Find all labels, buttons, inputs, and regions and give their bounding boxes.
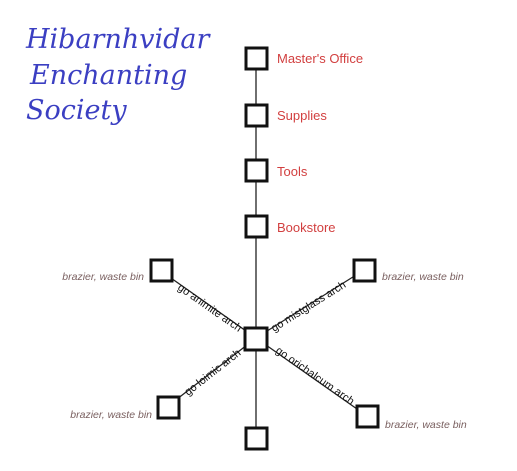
room-box[interactable]	[244, 426, 269, 451]
room-box[interactable]	[244, 158, 269, 183]
room-label: Supplies	[277, 108, 327, 123]
room-label: Master's Office	[277, 51, 363, 66]
exit-animite-arch: go animite arch	[175, 282, 243, 335]
path-orichalcum-arch	[255, 337, 368, 417]
title-line-3: Society	[26, 95, 127, 126]
room-bookstore[interactable]: Bookstore	[244, 214, 336, 239]
exit-loimic-arch: go loimic arch	[182, 347, 243, 398]
room-tools[interactable]: Tools	[244, 158, 308, 183]
room-label: Tools	[277, 164, 308, 179]
room-box[interactable]	[355, 404, 380, 429]
room-supplies[interactable]: Supplies	[244, 103, 327, 128]
room-masters-office[interactable]: Master's Office	[244, 46, 363, 71]
room-box[interactable]	[156, 395, 181, 420]
path-loimic-arch	[167, 337, 257, 407]
path-animite-arch	[160, 270, 257, 339]
room-box[interactable]	[244, 214, 269, 239]
room-box[interactable]	[352, 258, 377, 283]
room-bottom[interactable]	[244, 426, 269, 451]
room-items: brazier, waste bin	[385, 419, 467, 431]
room-box[interactable]	[149, 258, 174, 283]
room-box[interactable]	[244, 103, 269, 128]
room-items: brazier, waste bin	[382, 271, 464, 283]
title-line-1: Hibarnhvidar	[25, 24, 212, 55]
map-title: Hibarnhvidar Enchanting Society	[25, 24, 212, 126]
room-upper-right[interactable]: brazier, waste bin	[352, 258, 464, 283]
room-lower-right[interactable]: brazier, waste bin	[355, 404, 467, 431]
room-items: brazier, waste bin	[62, 271, 144, 283]
path-mistglass-arch	[255, 269, 365, 339]
room-lower-left[interactable]: brazier, waste bin	[70, 395, 181, 421]
exit-orichalcum-arch: go orichalcum arch	[273, 345, 356, 408]
room-label: Bookstore	[277, 220, 336, 235]
room-box[interactable]	[244, 46, 269, 71]
room-box[interactable]	[243, 326, 269, 352]
room-upper-left[interactable]: brazier, waste bin	[62, 258, 174, 283]
title-line-2: Enchanting	[29, 60, 187, 91]
exit-mistglass-arch: go mistglass arch	[269, 279, 348, 335]
room-hub[interactable]	[243, 326, 269, 352]
room-items: brazier, waste bin	[70, 409, 152, 421]
